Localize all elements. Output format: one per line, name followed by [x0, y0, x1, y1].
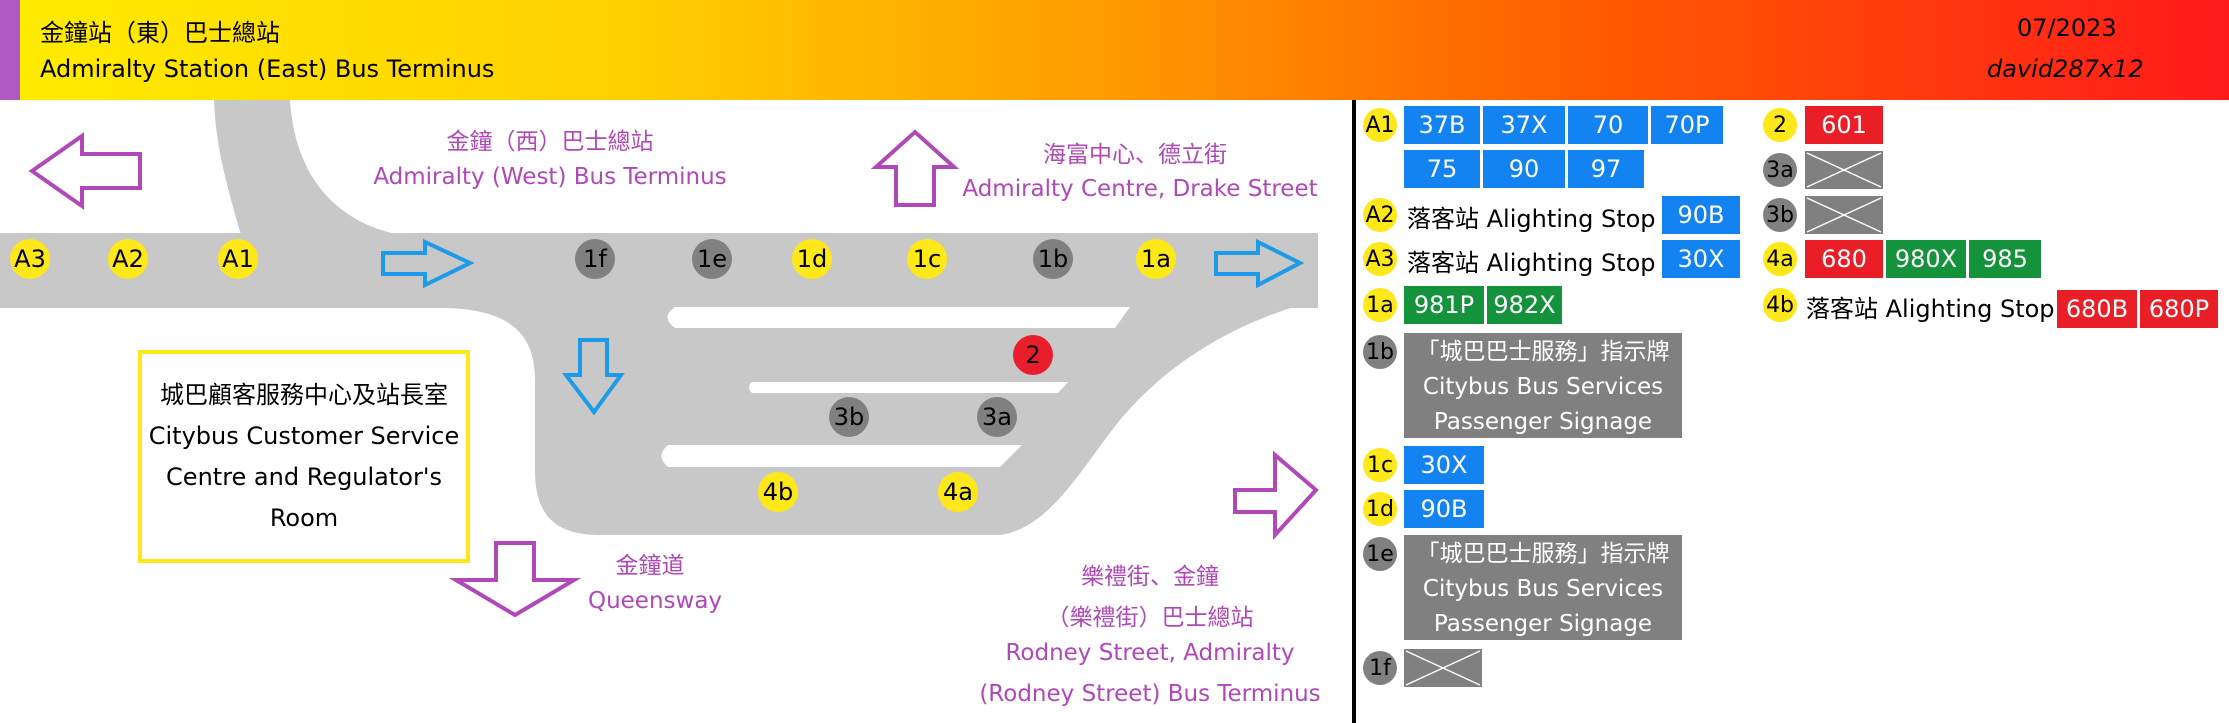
panel-stop-a3: A3 — [1363, 242, 1397, 276]
customer-service-office-box: 城巴顧客服務中心及站長室 Citybus Customer Service Ce… — [138, 350, 470, 563]
panel-stop-1d: 1d — [1363, 492, 1397, 526]
panel-stop-3a: 3a — [1763, 153, 1797, 187]
panel-stop-1f: 1f — [1363, 651, 1397, 685]
office-label-zh: 城巴顧客服務中心及站長室 — [160, 380, 448, 409]
queensway-label-zh: 金鐘道 — [615, 553, 685, 579]
panel-divider — [1352, 100, 1356, 723]
map-stop-1b: 1b — [1033, 239, 1073, 279]
route-badge: 37B — [1404, 106, 1480, 144]
west-terminus-label-en: Admiralty (West) Bus Terminus — [373, 164, 727, 190]
signage-box-1b: 「城巴巴士服務」指示牌 Citybus Bus Services Passeng… — [1404, 333, 1682, 438]
map-stop-4b: 4b — [758, 472, 798, 512]
signage-box-1e: 「城巴巴士服務」指示牌 Citybus Bus Services Passeng… — [1404, 535, 1682, 640]
terminus-road-layout — [0, 100, 1319, 618]
route-badge: 75 — [1404, 150, 1480, 188]
map-stop-2: 2 — [1013, 335, 1053, 375]
signage-label-en1: Citybus Bus Services — [1422, 576, 1664, 602]
route-badge: 680 — [1805, 240, 1883, 278]
map-stop-1f: 1f — [575, 239, 615, 279]
map-stop-a3: A3 — [10, 239, 50, 279]
no-service-cross-icon — [1405, 650, 1481, 686]
map-stop-3a: 3a — [977, 397, 1017, 437]
route-badge: 680P — [2140, 290, 2218, 328]
route-badge: 980X — [1886, 240, 1966, 278]
title-english: Admiralty Station (East) Bus Terminus — [40, 55, 495, 83]
no-service-cross-icon — [1806, 197, 1882, 233]
route-badge: 90B — [1662, 196, 1740, 234]
route-badge: 70P — [1651, 106, 1723, 144]
signage-label-zh: 「城巴巴士服務」指示牌 — [1416, 541, 1670, 567]
signage-label-zh: 「城巴巴士服務」指示牌 — [1416, 339, 1670, 365]
route-badge: 30X — [1662, 240, 1740, 278]
panel-stop-4a: 4a — [1763, 242, 1797, 276]
empty-stop-box — [1805, 196, 1883, 234]
office-label-en1: Citybus Customer Service — [148, 421, 460, 450]
office-label-en2: Centre and Regulator's — [166, 462, 442, 491]
map-stop-a1: A1 — [218, 239, 258, 279]
alighting-stop-label: 落客站 Alighting Stop — [1407, 205, 1656, 233]
panel-stop-a2: A2 — [1363, 198, 1397, 232]
no-service-cross-icon — [1806, 152, 1882, 188]
empty-stop-box — [1404, 649, 1482, 687]
rodney-street-label-en2: (Rodney Street) Bus Terminus — [979, 681, 1321, 707]
date-label: 07/2023 — [2017, 14, 2117, 42]
route-badge: 37X — [1483, 106, 1565, 144]
map-stop-a2: A2 — [108, 239, 148, 279]
panel-stop-4b: 4b — [1763, 288, 1797, 322]
admiralty-centre-label-zh: 海富中心、德立街 — [1043, 142, 1227, 168]
rodney-street-label-zh2: （樂禮街）巴士總站 — [1046, 605, 1254, 631]
route-badge: 601 — [1805, 106, 1883, 144]
map-stop-1a: 1a — [1136, 239, 1176, 279]
office-label-en3: Room — [269, 503, 339, 532]
author-label: david287x12 — [1987, 55, 2144, 83]
signage-label-en2: Passenger Signage — [1433, 611, 1653, 637]
route-badge: 30X — [1404, 446, 1484, 484]
panel-stop-1e: 1e — [1363, 537, 1397, 571]
route-badge: 985 — [1969, 240, 2041, 278]
route-badge: 97 — [1568, 150, 1644, 188]
header-banner: 金鐘站（東）巴士總站 Admiralty Station (East) Bus … — [0, 0, 2229, 100]
alighting-stop-label: 落客站 Alighting Stop — [1806, 295, 2055, 323]
panel-stop-2: 2 — [1763, 108, 1797, 142]
queensway-label-en: Queensway — [587, 588, 723, 614]
panel-stop-3b: 3b — [1763, 198, 1797, 232]
rodney-street-label-en1: Rodney Street, Admiralty — [1005, 640, 1295, 666]
route-badge: 982X — [1487, 286, 1562, 324]
panel-stop-1a: 1a — [1363, 288, 1397, 322]
map-stop-1c: 1c — [907, 239, 947, 279]
route-badge: 70 — [1568, 106, 1648, 144]
alighting-stop-label: 落客站 Alighting Stop — [1407, 249, 1656, 277]
map-stop-1e: 1e — [692, 239, 732, 279]
route-badge: 90 — [1483, 150, 1565, 188]
title-chinese: 金鐘站（東）巴士總站 — [40, 19, 280, 47]
map-stop-1d: 1d — [792, 239, 832, 279]
panel-stop-a1: A1 — [1363, 108, 1397, 142]
panel-stop-1b: 1b — [1363, 335, 1397, 369]
signage-label-en1: Citybus Bus Services — [1422, 374, 1664, 400]
admiralty-centre-label-en: Admiralty Centre, Drake Street — [962, 176, 1318, 202]
map-stop-3b: 3b — [829, 397, 869, 437]
panel-stop-1c: 1c — [1363, 448, 1397, 482]
route-badge: 981P — [1404, 286, 1484, 324]
header-accent-stripe — [0, 0, 20, 100]
map-stop-4a: 4a — [938, 472, 978, 512]
rodney-street-label-zh1: 樂禮街、金鐘 — [1081, 564, 1219, 590]
route-badge: 90B — [1404, 490, 1484, 528]
empty-stop-box — [1805, 151, 1883, 189]
signage-label-en2: Passenger Signage — [1433, 409, 1653, 435]
route-badge: 680B — [2057, 290, 2137, 328]
west-terminus-label-zh: 金鐘（西）巴士總站 — [446, 129, 654, 155]
